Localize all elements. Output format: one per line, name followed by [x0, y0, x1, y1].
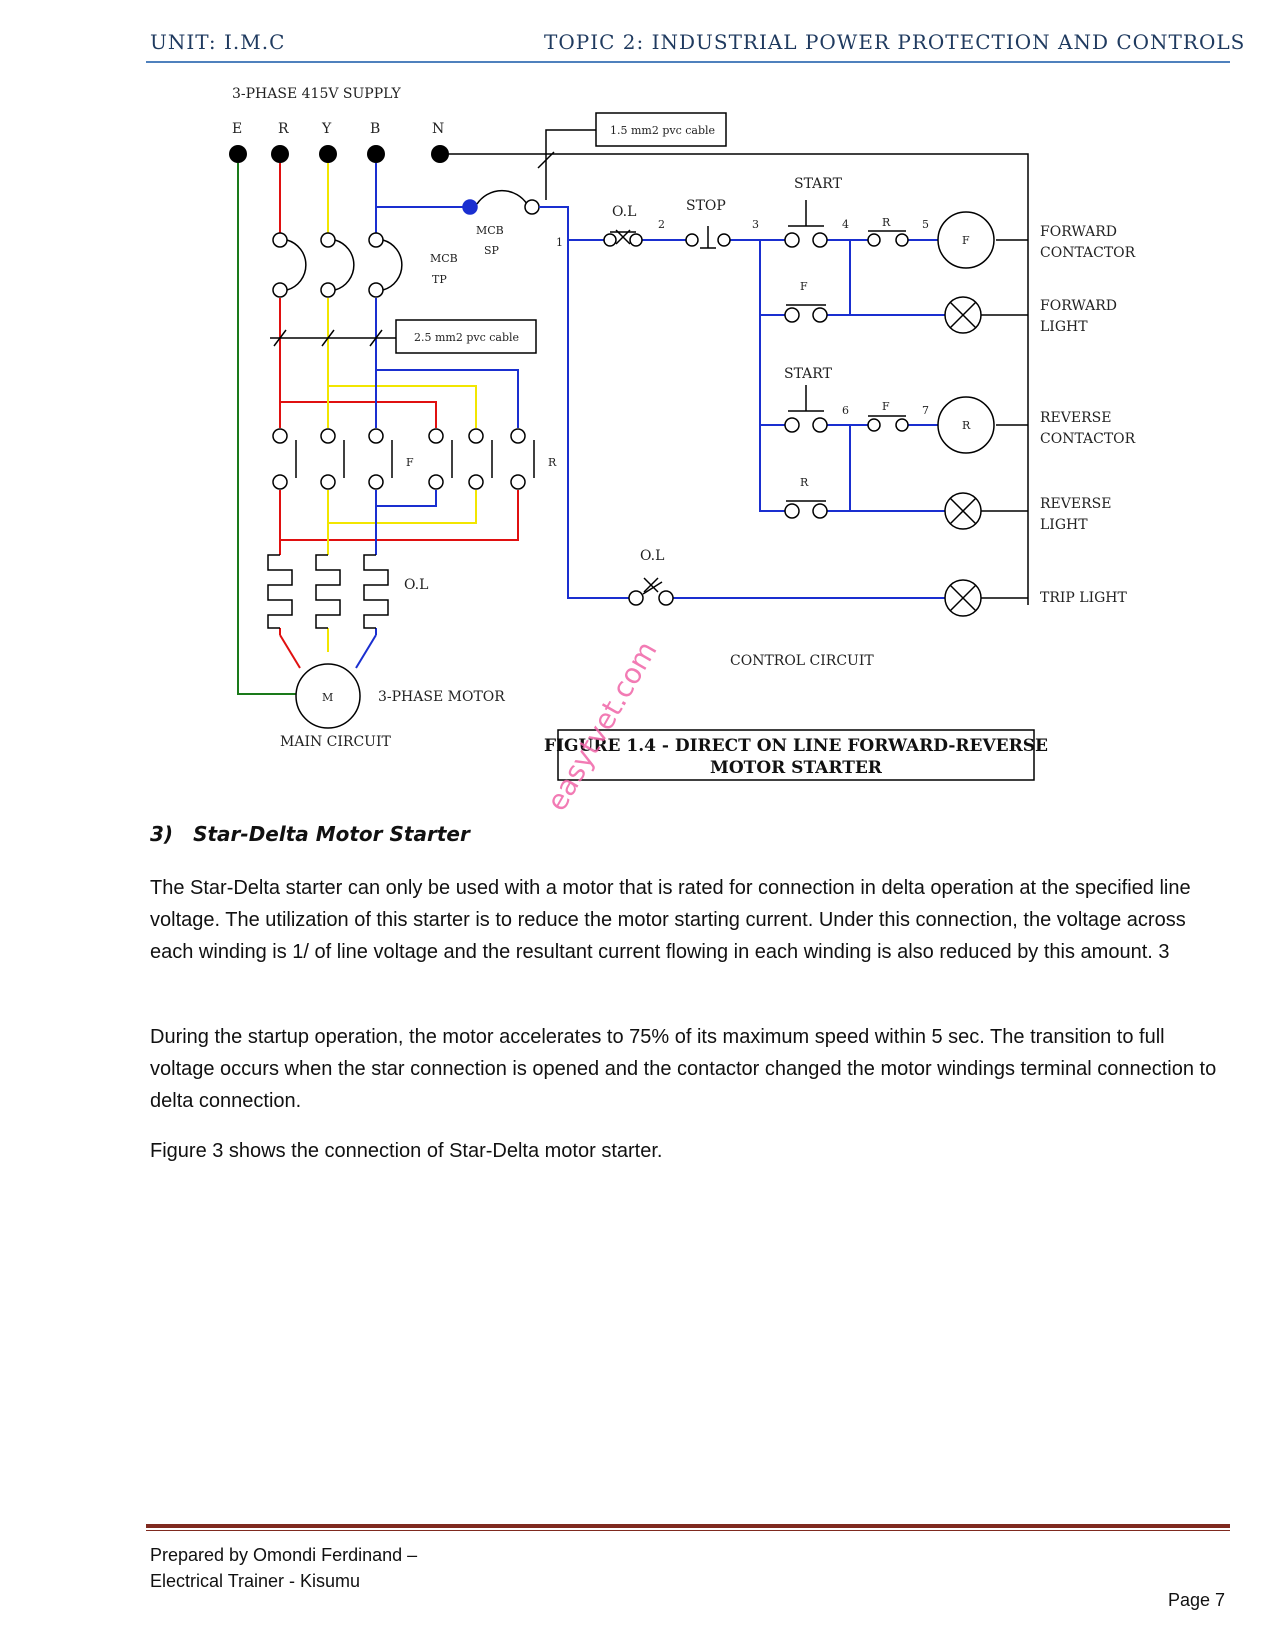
mcb-sp [462, 189, 540, 215]
forward-holding-label: F [800, 280, 808, 293]
forward-contactor-label-2: CONTACTOR [1040, 245, 1136, 261]
figure-caption-line-1: FIGURE 1.4 - DIRECT ON LINE FORWARD-REVE… [544, 736, 1048, 756]
trip-light-lamp [944, 579, 982, 617]
node-5: 5 [922, 218, 929, 231]
mcb-tp-label-2: TP [432, 273, 447, 286]
dol-forward-reverse-diagram: 3-PHASE 415V SUPPLY E R Y B N [229, 86, 1136, 781]
overload-heaters [267, 554, 389, 629]
forward-light-lamp [944, 296, 982, 334]
cable-mid-marker [270, 319, 537, 354]
terminal-y: Y [321, 121, 332, 137]
footer-rule-thick [146, 1524, 1230, 1528]
terminal-n: N [432, 121, 444, 137]
b-phase-wires [355, 163, 519, 669]
motor [295, 663, 361, 729]
overload-trip-label: O.L [640, 548, 664, 564]
mcb-sp-label-1: MCB [476, 224, 504, 237]
stop-button-symbol [685, 226, 731, 249]
paragraph-2: During the startup operation, the motor … [150, 1026, 1217, 1112]
forward-coil [937, 211, 995, 269]
mcb-tp-label-1: MCB [430, 252, 458, 265]
neutral-wire [440, 153, 1029, 605]
node-1: 1 [556, 236, 563, 249]
reverse-contactor-main [428, 428, 535, 490]
r-phase-wires [279, 163, 519, 669]
reverse-light-label-1: REVERSE [1040, 496, 1111, 512]
stop-label: STOP [686, 198, 726, 214]
cable-mid-label: 2.5 mm2 pvc cable [414, 331, 519, 344]
reverse-contactor-label: R [548, 456, 557, 469]
start-forward-symbol [784, 200, 828, 248]
forward-contactor-label-1: FORWARD [1040, 224, 1117, 240]
reverse-holding-label: R [800, 476, 809, 489]
control-neutral-returns [980, 239, 1028, 599]
forward-holding-contact [784, 304, 828, 323]
start-reverse-symbol [784, 385, 828, 433]
mcb-tp [272, 232, 403, 298]
reverse-interlock-nc [867, 230, 909, 247]
start-reverse-label: START [784, 366, 833, 382]
trip-light-label: TRIP LIGHT [1040, 590, 1127, 606]
page-number: Page 7 [1167, 1590, 1225, 1610]
section-number: 3) [150, 822, 174, 846]
reverse-interlock-label: R [882, 216, 891, 229]
terminal-b: B [370, 121, 380, 137]
figure-caption-line-2: MOTOR STARTER [710, 758, 883, 778]
reverse-coil [937, 396, 995, 454]
cable-top-marker [537, 112, 727, 200]
terminal-r: R [278, 121, 289, 137]
control-circuit-label: CONTROL CIRCUIT [730, 653, 874, 669]
supply-label: 3-PHASE 415V SUPPLY [232, 86, 402, 102]
forward-interlock-label: F [882, 400, 890, 413]
node-6: 6 [842, 404, 849, 417]
cable-top-label: 1.5 mm2 pvc cable [610, 124, 715, 137]
motor-m-label: M [322, 691, 333, 704]
y-phase-wires [327, 163, 477, 652]
footer-rule-thin [146, 1530, 1230, 1531]
overload-contact-control [603, 229, 643, 247]
overload-trip-contact [628, 577, 674, 606]
reverse-holding-contact [784, 500, 828, 519]
start-forward-label: START [794, 176, 843, 192]
forward-light-label-1: FORWARD [1040, 298, 1117, 314]
motor-label: 3-PHASE MOTOR [378, 689, 505, 705]
forward-contactor-main [272, 428, 393, 490]
node-7: 7 [922, 404, 929, 417]
forward-coil-label: F [962, 234, 970, 247]
main-circuit-label: MAIN CIRCUIT [280, 734, 392, 750]
control-wiring [539, 206, 946, 599]
reverse-light-label-2: LIGHT [1040, 517, 1088, 533]
earth-wire [237, 163, 296, 695]
node-3: 3 [752, 218, 759, 231]
section-heading: 3) Star-Delta Motor Starter [150, 822, 470, 846]
reverse-contactor-label-1: REVERSE [1040, 410, 1111, 426]
overload-contact-label: O.L [612, 204, 636, 220]
header-unit: UNIT: I.M.C [150, 30, 286, 54]
header-rule [146, 61, 1230, 63]
header-topic: TOPIC 2: INDUSTRIAL POWER PROTECTION AND… [544, 30, 1246, 54]
paragraph-3: Figure 3 shows the connection of Star-De… [150, 1140, 663, 1162]
forward-light-label-2: LIGHT [1040, 319, 1088, 335]
section-title: Star-Delta Motor Starter [193, 822, 470, 846]
footer-author: Prepared by Omondi Ferdinand – Electrica… [150, 1542, 417, 1594]
terminal-e: E [232, 121, 242, 137]
forward-interlock-nc [867, 415, 909, 432]
paragraph-1: The Star-Delta starter can only be used … [150, 877, 1191, 963]
node-4: 4 [842, 218, 849, 231]
footer-line-2: Electrical Trainer - Kisumu [150, 1571, 361, 1591]
reverse-contactor-label-2: CONTACTOR [1040, 431, 1136, 447]
mcb-sp-label-2: SP [484, 244, 500, 257]
figure-caption-box [557, 729, 1035, 781]
reverse-coil-label: R [962, 419, 971, 432]
supply-terminals [229, 145, 449, 163]
forward-contactor-label: F [406, 456, 414, 469]
node-2: 2 [658, 218, 665, 231]
footer-line-1: Prepared by Omondi Ferdinand – [150, 1545, 418, 1565]
reverse-light-lamp [944, 492, 982, 530]
overload-label: O.L [404, 577, 428, 593]
